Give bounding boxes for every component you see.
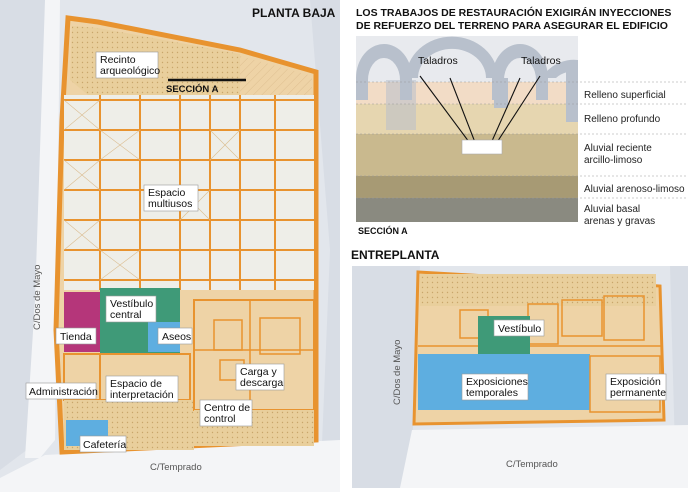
strata-dividers — [356, 81, 686, 199]
ground-floor-title: PLANTA BAJA — [252, 6, 336, 20]
label-interpretacion: Espacio de interpretación — [105, 375, 179, 403]
drill-label-left: Taladros — [418, 55, 458, 67]
stratum-aluvial-basal — [356, 198, 578, 222]
label-aseos: Aseos — [157, 327, 193, 345]
label-carga-line1: Carga y — [240, 366, 278, 378]
mezzanine-title: ENTREPLANTA — [351, 248, 440, 262]
drill-label-right: Taladros — [521, 55, 561, 67]
mezzanine-archaeological — [420, 274, 656, 306]
mezzanine-left-block — [352, 266, 420, 488]
stratum-label-4b: arenas y gravas — [584, 216, 655, 227]
label-recinto-line2: arqueológico — [100, 65, 160, 77]
service-walls — [194, 300, 314, 410]
label-recinto: Recinto arqueológico — [95, 51, 160, 79]
stratum-label-2a: Aluvial reciente — [584, 143, 652, 154]
mezzanine-plan: ENTREPLANTA Vestíbulo Exposiciones tempo… — [351, 248, 688, 488]
section-title-line1: LOS TRABAJOS DE RESTAURACIÓN EXIGIRÁN IN… — [356, 6, 671, 19]
label-vestibulo-line2: central — [110, 309, 142, 321]
mz-label-temporales-line2: temporales — [466, 387, 518, 399]
section-diagram: LOS TRABAJOS DE RESTAURACIÓN EXIGIRÁN IN… — [356, 6, 686, 236]
drill-lines — [419, 75, 541, 151]
label-carga: Carga y descarga — [235, 363, 285, 391]
label-administracion-text: Administración — [29, 386, 98, 398]
street-temprado-left: C/Temprado — [150, 462, 202, 473]
mezzanine-street — [400, 425, 688, 488]
right-block — [310, 0, 340, 492]
label-vestibulo: Vestíbulo central — [105, 295, 157, 323]
label-interpretacion-line2: interpretación — [110, 389, 174, 401]
divider — [340, 0, 350, 492]
mz-label-temporales: Exposiciones temporales — [461, 373, 529, 401]
label-espacio: Espacio multiusos — [143, 184, 199, 212]
label-centro: Centro de control — [199, 399, 253, 427]
label-tienda-text: Tienda — [60, 331, 92, 343]
street-dos-de-mayo-left: C/Dos de Mayo — [32, 265, 43, 330]
stratum-label-2b: arcillo-limoso — [584, 155, 643, 166]
label-recinto-line1: Recinto — [100, 54, 136, 66]
service-area — [193, 299, 315, 411]
stratum-label-0: Relleno superficial — [584, 90, 666, 101]
stratum-label-3: Aluvial arenoso-limoso — [584, 184, 685, 195]
label-cafeteria: Cafetería — [79, 435, 126, 453]
label-aseos-text: Aseos — [162, 331, 191, 343]
street-dos-de-mayo-right: C/Dos de Mayo — [392, 340, 403, 405]
label-centro-line1: Centro de — [204, 402, 250, 414]
ground-floor-plan: Recinto arqueológico SECCIÓN A Espacio m… — [0, 0, 340, 492]
stratum-label-4a: Aluvial basal — [584, 204, 640, 215]
label-cafeteria-text: Cafetería — [83, 439, 126, 451]
section-a-label: SECCIÓN A — [166, 83, 219, 95]
label-espacio-line2: multiusos — [148, 198, 192, 210]
mz-label-permanente: Exposición permanente — [605, 373, 667, 401]
label-centro-line2: control — [204, 413, 236, 425]
mz-label-vestibulo: Vestíbulo — [493, 319, 545, 337]
stratum-aluvial-arenoso — [356, 176, 578, 198]
mz-label-permanente-line2: permanente — [610, 387, 666, 399]
injection-zone — [461, 139, 503, 155]
arches — [356, 36, 578, 130]
label-administracion: Administración — [25, 382, 98, 400]
label-interpretacion-line1: Espacio de — [110, 378, 162, 390]
label-carga-line2: descarga — [240, 377, 283, 389]
section-a-caption: SECCIÓN A — [358, 225, 408, 236]
column-grid — [64, 95, 314, 290]
label-tienda: Tienda — [55, 327, 97, 345]
mz-label-temporales-line1: Exposiciones — [466, 376, 528, 388]
vault-diagonals — [63, 99, 241, 281]
left-street — [25, 0, 60, 458]
label-vestibulo-line1: Vestíbulo — [110, 298, 153, 310]
section-title-line2: DE REFUERZO DEL TERRENO PARA ASEGURAR EL… — [356, 20, 668, 32]
stratum-label-1: Relleno profundo — [584, 114, 661, 125]
mz-label-vestibulo-text: Vestíbulo — [498, 323, 541, 335]
mz-label-permanente-line1: Exposición — [610, 376, 661, 388]
street-temprado-right: C/Temprado — [506, 459, 558, 470]
label-espacio-line1: Espacio — [148, 187, 186, 199]
mezzanine-walls — [418, 295, 662, 347]
